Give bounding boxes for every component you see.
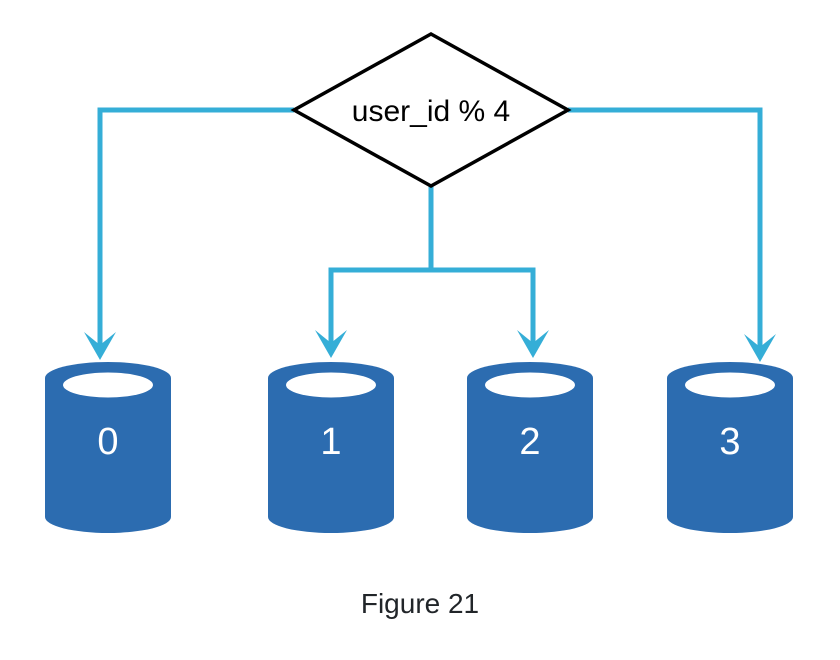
database-opening (286, 372, 376, 398)
shard-label: 0 (97, 421, 118, 463)
arrow-down-icon (517, 330, 549, 358)
database-shard-1: 1 (268, 362, 394, 533)
database-shard-0: 0 (45, 362, 171, 533)
connector-right (568, 107, 763, 354)
decision-diamond: user_id % 4 (290, 31, 572, 189)
figure-caption: Figure 21 (361, 588, 479, 619)
decision-label: user_id % 4 (352, 95, 510, 128)
connector-middle-fork (328, 267, 536, 350)
shard-label: 3 (719, 421, 740, 463)
arrow-down-icon (84, 332, 116, 360)
database-opening (63, 372, 153, 398)
arrow-down-icon (315, 330, 347, 358)
arrow-down-icon (744, 334, 776, 362)
shard-label: 2 (519, 421, 540, 463)
shard-label: 1 (320, 421, 341, 463)
database-opening (685, 372, 775, 398)
database-icon (45, 362, 171, 533)
diamond-shape-icon (290, 31, 572, 189)
database-shard-3: 3 (667, 362, 793, 533)
connectors (84, 107, 776, 362)
database-opening (485, 372, 575, 398)
database-icon (667, 362, 793, 533)
database-icon (467, 362, 593, 533)
database-icon (268, 362, 394, 533)
connector-left (97, 107, 294, 352)
database-shard-2: 2 (467, 362, 593, 533)
